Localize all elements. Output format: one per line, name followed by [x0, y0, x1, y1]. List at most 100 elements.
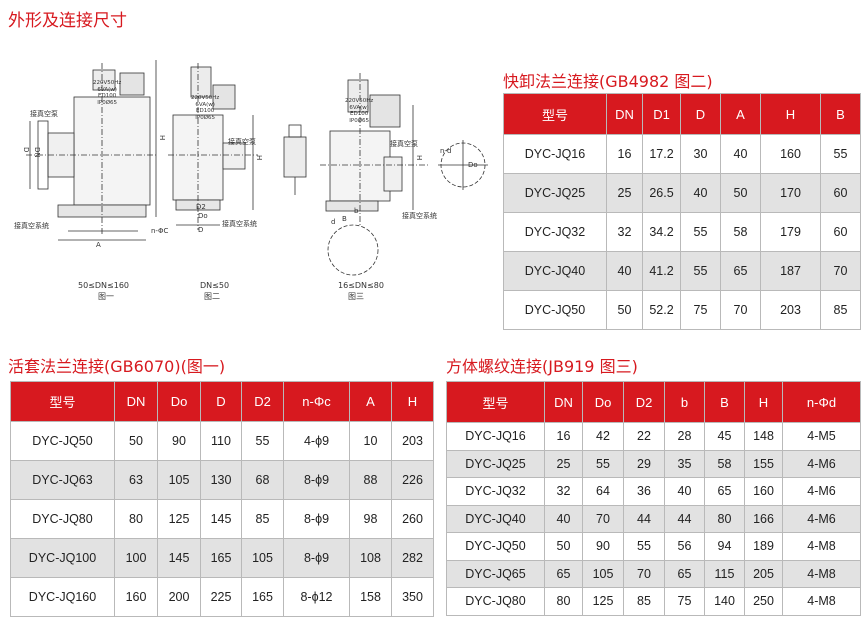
label-vacuum-system-fig1: 接真空系统: [14, 222, 49, 230]
value-cell: 155: [744, 449, 783, 478]
value-cell: 16: [606, 134, 643, 174]
value-cell: 75: [680, 290, 721, 330]
value-cell: 160: [760, 134, 821, 174]
coil-spec-fig1: 220V50Hz 6VA(w) ED100 IP0Ø65: [93, 80, 121, 106]
value-cell: 4-M8: [782, 587, 861, 616]
dim-bsmall-fig3: b: [354, 207, 359, 215]
dim-d-fig3: d: [331, 218, 336, 226]
value-cell: 10: [349, 421, 392, 461]
coil-voltage: 220V50Hz: [191, 95, 220, 101]
value-cell: 26.5: [642, 173, 681, 213]
value-cell: 40: [720, 134, 761, 174]
dim-h-fig3: H: [415, 155, 423, 161]
value-cell: 42: [582, 422, 624, 451]
value-cell: 4-M8: [782, 559, 861, 588]
value-cell: 40: [664, 477, 705, 506]
column-header: n-Φc: [283, 381, 350, 422]
value-cell: 80: [544, 587, 583, 616]
model-cell: DYC-JQ32: [446, 477, 545, 506]
value-cell: 160: [744, 477, 783, 506]
column-header: n-Φd: [782, 381, 861, 423]
value-cell: 8-ϕ9: [283, 460, 350, 500]
value-cell: 65: [664, 559, 705, 588]
value-cell: 90: [582, 532, 624, 561]
value-cell: 94: [704, 532, 745, 561]
column-header: B: [820, 93, 861, 135]
value-cell: 58: [704, 449, 745, 478]
value-cell: 226: [391, 460, 434, 500]
model-cell: DYC-JQ160: [10, 577, 115, 617]
value-cell: 260: [391, 499, 434, 539]
coil-power: 6VA(w): [195, 101, 215, 108]
column-header: H: [744, 381, 783, 423]
column-header: A: [349, 381, 392, 422]
value-cell: 70: [820, 251, 861, 291]
value-cell: 63: [114, 460, 158, 500]
column-header: DN: [606, 93, 643, 135]
dim-d-fig2: D: [198, 226, 204, 234]
model-cell: DYC-JQ100: [10, 538, 115, 578]
value-cell: 115: [704, 559, 745, 588]
dim-nd-fig3: n-d: [440, 147, 452, 155]
value-cell: 16: [544, 422, 583, 451]
value-cell: 55: [680, 212, 721, 252]
dim-dn-fig1: DN: [33, 147, 41, 158]
fig1-caption: 50≤DN≤160: [78, 281, 129, 290]
label-vacuum-system-fig3: 接真空系统: [402, 212, 437, 220]
value-cell: 50: [606, 290, 643, 330]
value-cell: 4-ϕ9: [283, 421, 350, 461]
column-header: DN: [114, 381, 158, 422]
dim-d2-fig2: D2: [196, 203, 206, 211]
value-cell: 65: [704, 477, 745, 506]
model-cell: DYC-JQ40: [446, 504, 545, 533]
column-header: b: [664, 381, 705, 423]
value-cell: 88: [349, 460, 392, 500]
value-cell: 44: [623, 504, 665, 533]
value-cell: 65: [544, 559, 583, 588]
dim-do-fig3: Do: [468, 161, 478, 169]
column-header: 型号: [10, 381, 115, 422]
value-cell: 55: [582, 449, 624, 478]
value-cell: 55: [680, 251, 721, 291]
column-header: D: [680, 93, 721, 135]
column-header: Do: [582, 381, 624, 423]
dim-nphic-fig1: n-ΦC: [151, 227, 169, 235]
value-cell: 41.2: [642, 251, 681, 291]
value-cell: 58: [720, 212, 761, 252]
coil-power: 6VA(w): [97, 86, 117, 93]
coil-ip: IP0Ø65: [195, 114, 216, 121]
model-cell: DYC-JQ40: [503, 251, 607, 291]
table3-title: 方体螺纹连接(JB919 图三): [446, 357, 638, 376]
coil-duty: ED100: [98, 93, 117, 99]
dim-do-fig2: Do: [198, 212, 208, 220]
value-cell: 125: [157, 499, 201, 539]
value-cell: 4-M5: [782, 422, 861, 451]
value-cell: 17.2: [642, 134, 681, 174]
coil-spec-fig2: 220V50Hz 6VA(w) ED100 IP0Ø65: [191, 95, 219, 121]
column-header: A: [720, 93, 761, 135]
label-vacuum-pump-fig3: 接真空泵: [390, 140, 418, 148]
value-cell: 166: [744, 504, 783, 533]
value-cell: 55: [820, 134, 861, 174]
model-cell: DYC-JQ50: [446, 532, 545, 561]
label-vacuum-pump-fig2: 接真空泵: [228, 138, 256, 146]
technical-drawings: 220V50Hz 6VA(w) ED100 IP0Ø65 220V50Hz 6V…: [8, 35, 493, 305]
value-cell: 32: [544, 477, 583, 506]
value-cell: 145: [157, 538, 201, 578]
